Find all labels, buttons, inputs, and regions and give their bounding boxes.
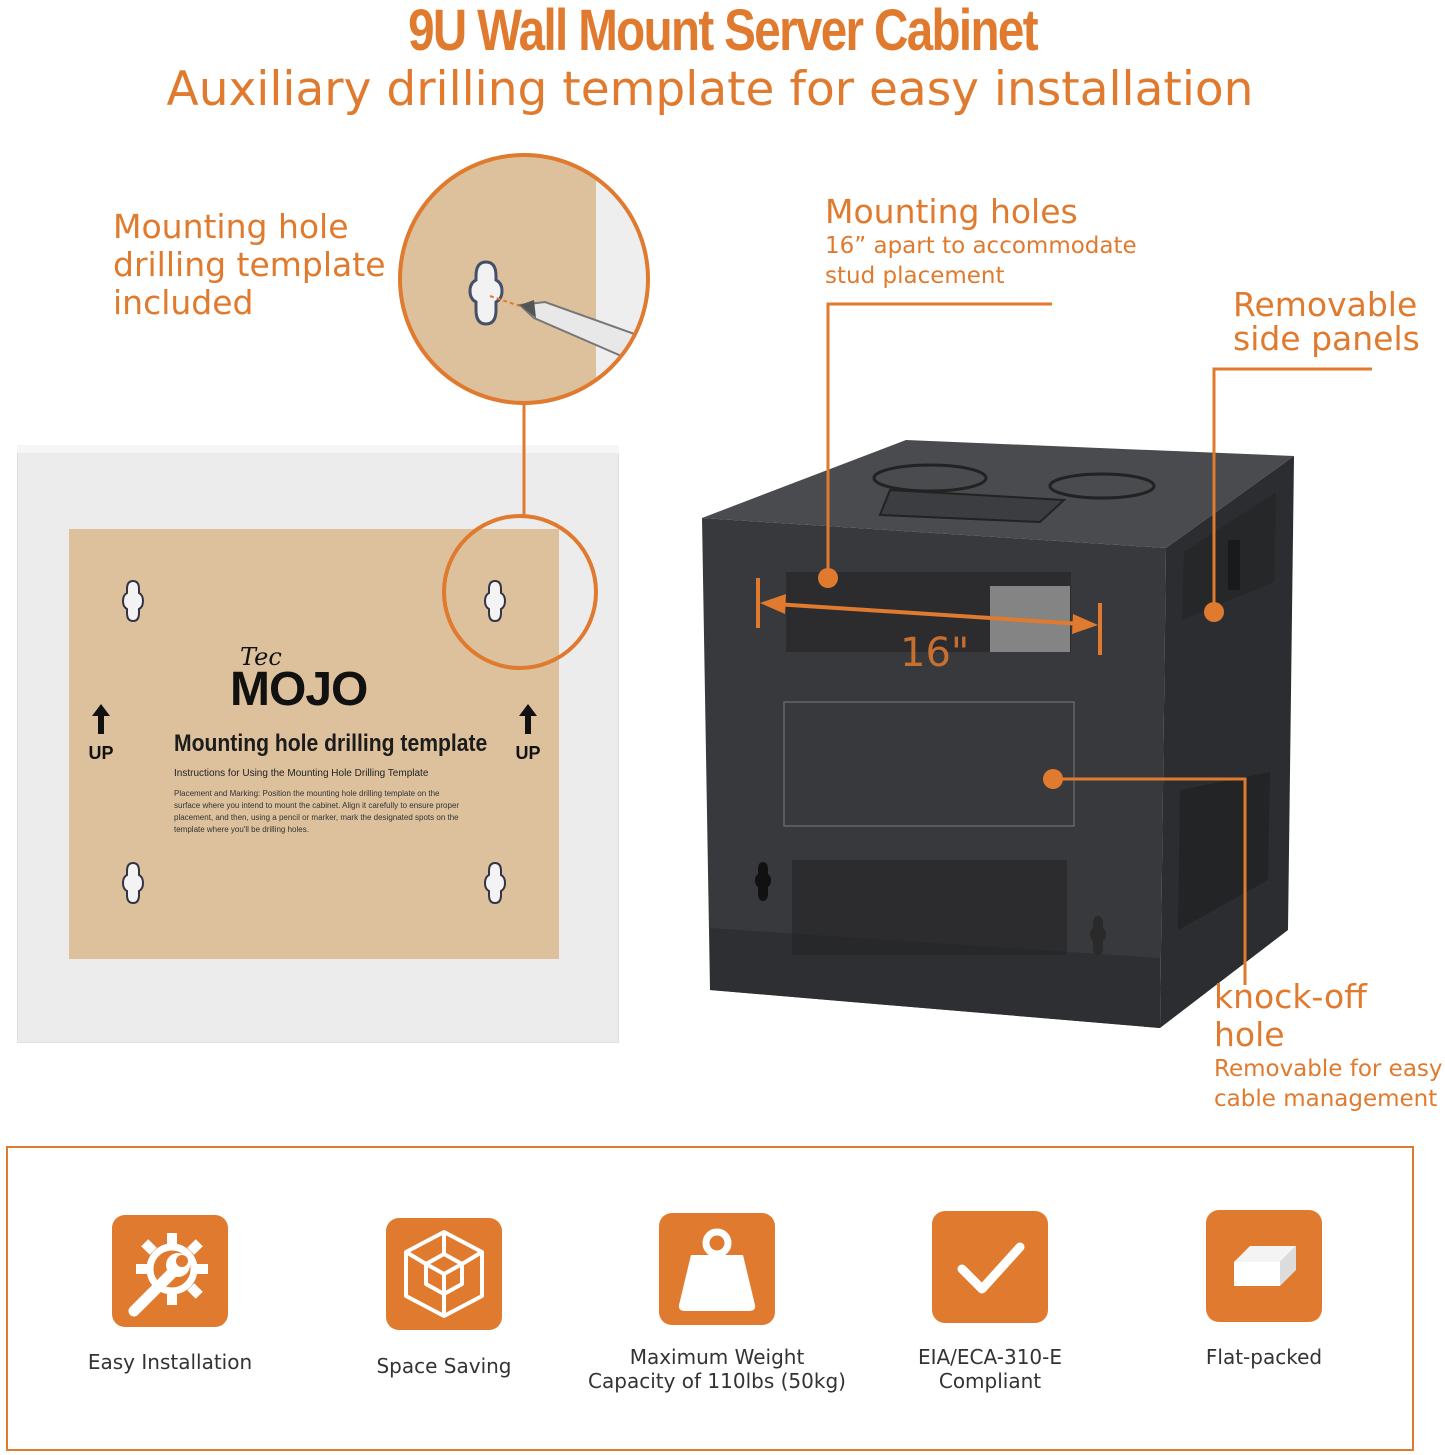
feature-icon-tile: [1206, 1210, 1322, 1322]
server-cabinet: [702, 440, 1294, 1028]
callout-graphics: [398, 153, 1372, 1028]
template-heading: Mounting hole drilling template: [174, 730, 488, 757]
brand-logo-small: Tec: [240, 643, 282, 671]
up-arrow-icon: [92, 704, 110, 734]
feature-icon-tile: [659, 1213, 775, 1325]
feature-label: Compliant: [938, 1369, 1042, 1393]
mounting-holes-detail: stud placement: [825, 263, 1005, 289]
feature-label: EIA/ECA-310-E: [917, 1345, 1063, 1369]
template-callout: Mounting hole drilling template included: [113, 208, 386, 322]
template-instructions-body: Placement and Marking: Position the moun…: [174, 789, 460, 834]
highlight-circle: [442, 514, 598, 670]
feature-icon-tile: [386, 1218, 502, 1330]
cube-icon: [404, 1230, 484, 1318]
feature-label: Space Saving: [376, 1354, 512, 1378]
template-callout-line: Mounting hole: [113, 207, 349, 246]
page-subtitle: Auxiliary drilling template for easy ins…: [166, 62, 1254, 117]
flat-box-icon: [1234, 1246, 1296, 1286]
keyhole-icon: [121, 579, 145, 623]
keyhole-icon: [121, 861, 145, 905]
spacing-label: 16": [900, 630, 970, 676]
template-keyholes: [92, 579, 537, 905]
side-panels-line: side panels: [1233, 319, 1420, 358]
feature-icon-tile: [112, 1215, 228, 1327]
template-instructions-title: Instructions for Using the Mounting Hole…: [174, 768, 429, 779]
mounting-holes-title: Mounting holes: [825, 192, 1078, 231]
mounting-holes-callout: Mounting holes 16” apart to accommodate …: [825, 193, 1137, 291]
feature-icon-tile: [932, 1211, 1048, 1323]
feature-label: Maximum Weight: [629, 1345, 805, 1369]
knockoff-callout: knock-off hole Removable for easy cable …: [1214, 978, 1445, 1114]
feature-label: Capacity of 110lbs (50kg): [588, 1369, 846, 1393]
mounting-holes-detail: 16” apart to accommodate: [825, 233, 1137, 259]
knockoff-detail: cable management: [1214, 1086, 1438, 1112]
weight-icon: [678, 1228, 756, 1311]
wall-edge: [17, 445, 619, 453]
template-callout-line: drilling template: [113, 245, 386, 284]
drilling-template-sheet: [69, 529, 559, 959]
keyhole-icon: [483, 579, 507, 623]
feature-label: Flat-packed: [1205, 1345, 1323, 1369]
feature-label-group: EIA/ECA-310-E Compliant: [850, 1345, 1130, 1393]
keyhole-icon: [483, 861, 507, 905]
up-arrow-icon: [519, 704, 537, 734]
features-panel: [6, 1146, 1414, 1451]
gear-wrench-icon: [128, 1233, 208, 1317]
checkmark-icon: [957, 1242, 1025, 1294]
knockoff-detail: Removable for easy: [1214, 1056, 1443, 1082]
up-label-right: UP: [515, 743, 541, 763]
up-label-left: UP: [88, 743, 114, 763]
brand-logo: MOJO: [230, 663, 368, 716]
page-title: 9U Wall Mount Server Cabinet: [408, 0, 1038, 63]
template-callout-line: included: [113, 283, 254, 322]
side-panels-callout: Removable side panels: [1233, 288, 1420, 356]
side-panels-line: Removable: [1233, 285, 1418, 324]
knockoff-title: knock-off hole: [1214, 977, 1367, 1054]
feature-label: Easy Installation: [87, 1350, 253, 1374]
feature-label-group: Maximum Weight Capacity of 110lbs (50kg): [577, 1345, 857, 1393]
